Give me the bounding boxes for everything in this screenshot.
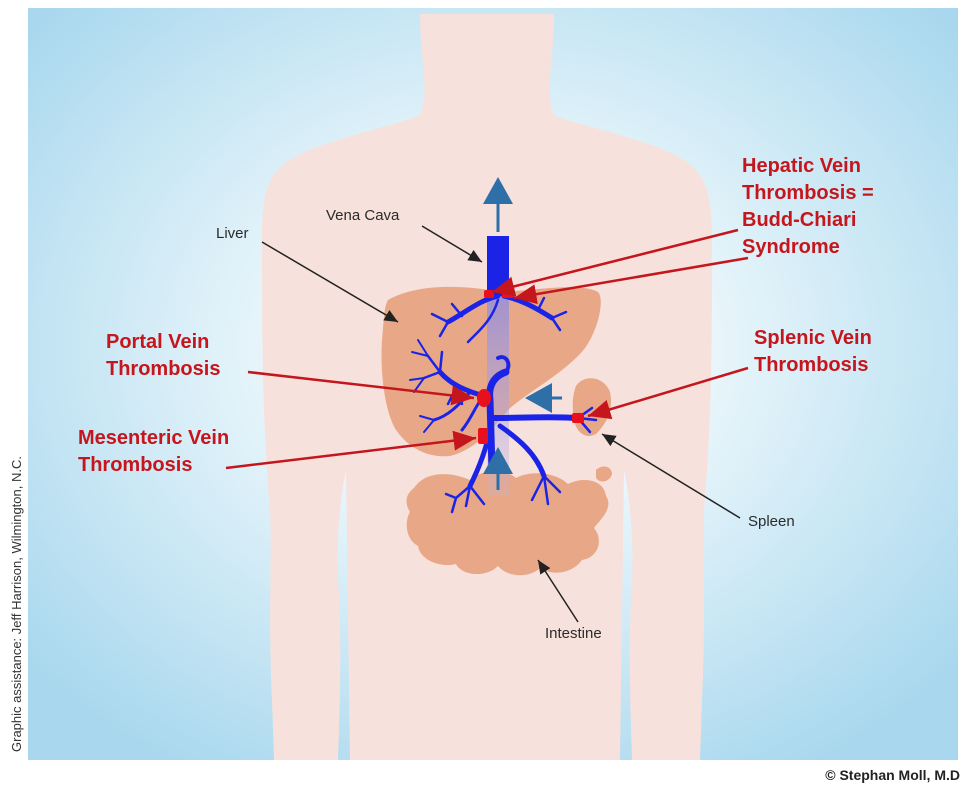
spleen-label: Spleen xyxy=(748,513,795,530)
svg-text:Thrombosis: Thrombosis xyxy=(754,354,868,376)
graphic-credit: Graphic assistance: Jeff Harrison, Wilmi… xyxy=(9,456,24,752)
svg-text:Thrombosis: Thrombosis xyxy=(106,358,220,380)
vena-cava-upper xyxy=(487,236,509,296)
liver-label: Liver xyxy=(216,225,249,242)
svg-text:Portal Vein: Portal Vein xyxy=(106,331,209,353)
svg-text:Splenic Vein: Splenic Vein xyxy=(754,327,872,349)
svg-text:Thrombosis: Thrombosis xyxy=(78,454,192,476)
intestine-label: Intestine xyxy=(545,625,602,642)
vena-cava-label: Vena Cava xyxy=(326,207,400,224)
copyright: © Stephan Moll, M.D xyxy=(825,767,960,783)
svg-text:Budd-Chiari: Budd-Chiari xyxy=(742,209,856,231)
svg-text:Thrombosis =: Thrombosis = xyxy=(742,182,874,204)
svg-text:Hepatic Vein: Hepatic Vein xyxy=(742,155,861,177)
svg-text:Syndrome: Syndrome xyxy=(742,236,840,258)
intestine xyxy=(407,467,612,576)
svg-text:Mesenteric Vein: Mesenteric Vein xyxy=(78,427,229,449)
